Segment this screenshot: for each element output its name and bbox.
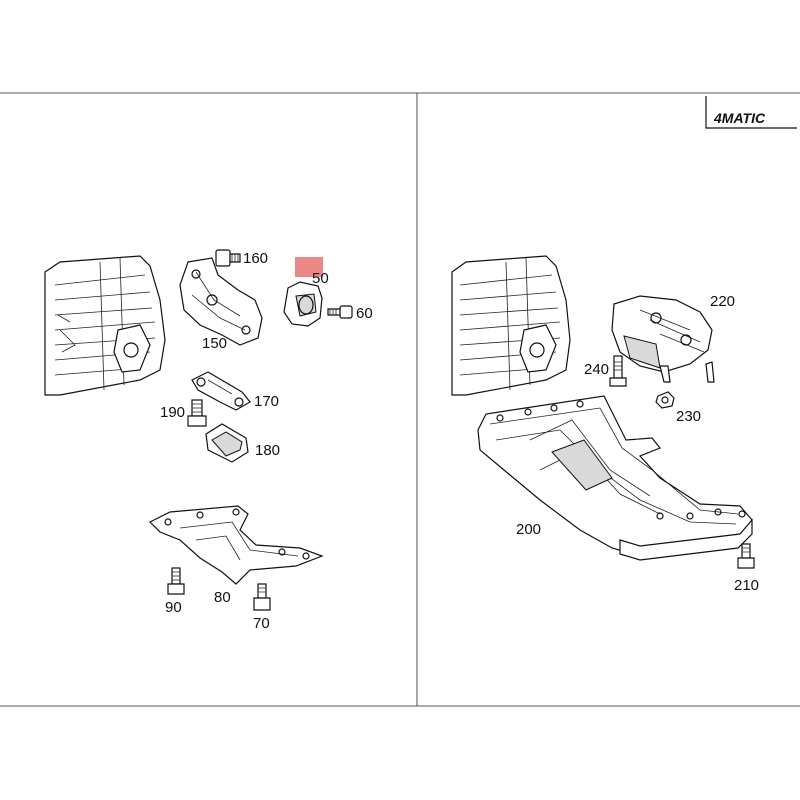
label-210: 210 xyxy=(734,577,759,594)
label-200: 200 xyxy=(516,521,541,538)
part-labels: 160 50 60 150 170 190 180 90 80 70 220 2… xyxy=(160,250,759,632)
4matic-badge-text: 4MATIC xyxy=(713,110,766,126)
bolt-160 xyxy=(215,249,241,267)
highlight-marker xyxy=(295,257,323,277)
label-80: 80 xyxy=(214,589,231,606)
label-190: 190 xyxy=(160,404,185,421)
transmission-housing-right xyxy=(451,255,571,396)
label-170: 170 xyxy=(254,393,279,410)
label-50: 50 xyxy=(312,270,329,287)
block-180 xyxy=(205,423,249,463)
frame xyxy=(0,92,800,707)
bolt-70 xyxy=(253,583,271,611)
label-220: 220 xyxy=(710,293,735,310)
plate-170 xyxy=(191,371,251,411)
label-240: 240 xyxy=(584,361,609,378)
engine-mount-50 xyxy=(283,281,323,327)
4matic-badge: 4MATIC xyxy=(705,96,797,129)
bolt-190 xyxy=(187,399,207,427)
label-230: 230 xyxy=(676,408,701,425)
label-150: 150 xyxy=(202,335,227,352)
crossmember-80 xyxy=(148,505,324,585)
label-180: 180 xyxy=(255,442,280,459)
label-160: 160 xyxy=(243,250,268,267)
label-60: 60 xyxy=(356,305,373,322)
bracket-150 xyxy=(179,257,263,346)
transmission-housing-left xyxy=(44,255,166,396)
bolt-240 xyxy=(609,355,627,387)
label-70: 70 xyxy=(253,615,270,632)
nut-230 xyxy=(655,391,675,409)
bolt-90 xyxy=(167,567,185,595)
label-90: 90 xyxy=(165,599,182,616)
bolt-210 xyxy=(737,543,755,569)
mount-220 xyxy=(611,295,715,383)
subframe-200 xyxy=(477,395,753,561)
bolt-60 xyxy=(327,305,353,319)
